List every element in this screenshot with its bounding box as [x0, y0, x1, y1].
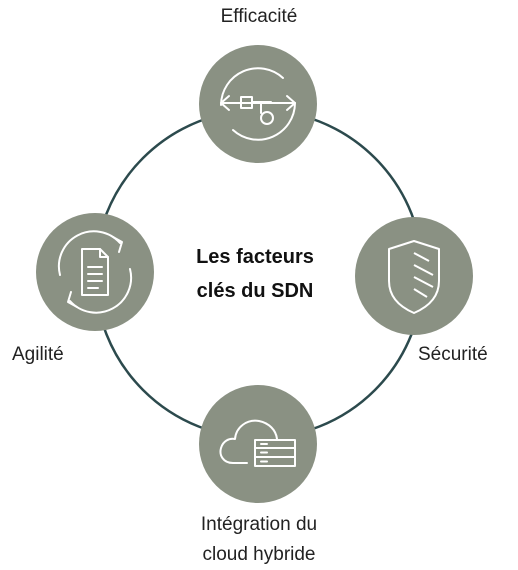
diagram-title: Les facteurs clés du SDN — [160, 240, 350, 308]
node-securite — [355, 217, 473, 335]
label-integration-line-1: Intégration du — [200, 514, 318, 535]
title-line-1: Les facteurs — [196, 246, 314, 268]
label-efficacite: Efficacité — [220, 6, 298, 27]
usb-transfer-icon — [220, 67, 296, 141]
label-integration-cloud: Intégration du cloud hybride — [159, 510, 359, 570]
shield-icon — [388, 240, 440, 314]
label-integration-line-2: cloud hybride — [202, 544, 316, 565]
title-line-2: clés du SDN — [196, 280, 314, 302]
node-efficacite — [199, 45, 317, 163]
node-agilite — [36, 213, 154, 331]
cloud-server-icon — [219, 419, 296, 467]
label-securite: Sécurité — [418, 344, 488, 365]
document-sync-icon — [57, 230, 133, 314]
node-integration-cloud — [199, 385, 317, 503]
label-agilite: Agilité — [12, 344, 64, 365]
